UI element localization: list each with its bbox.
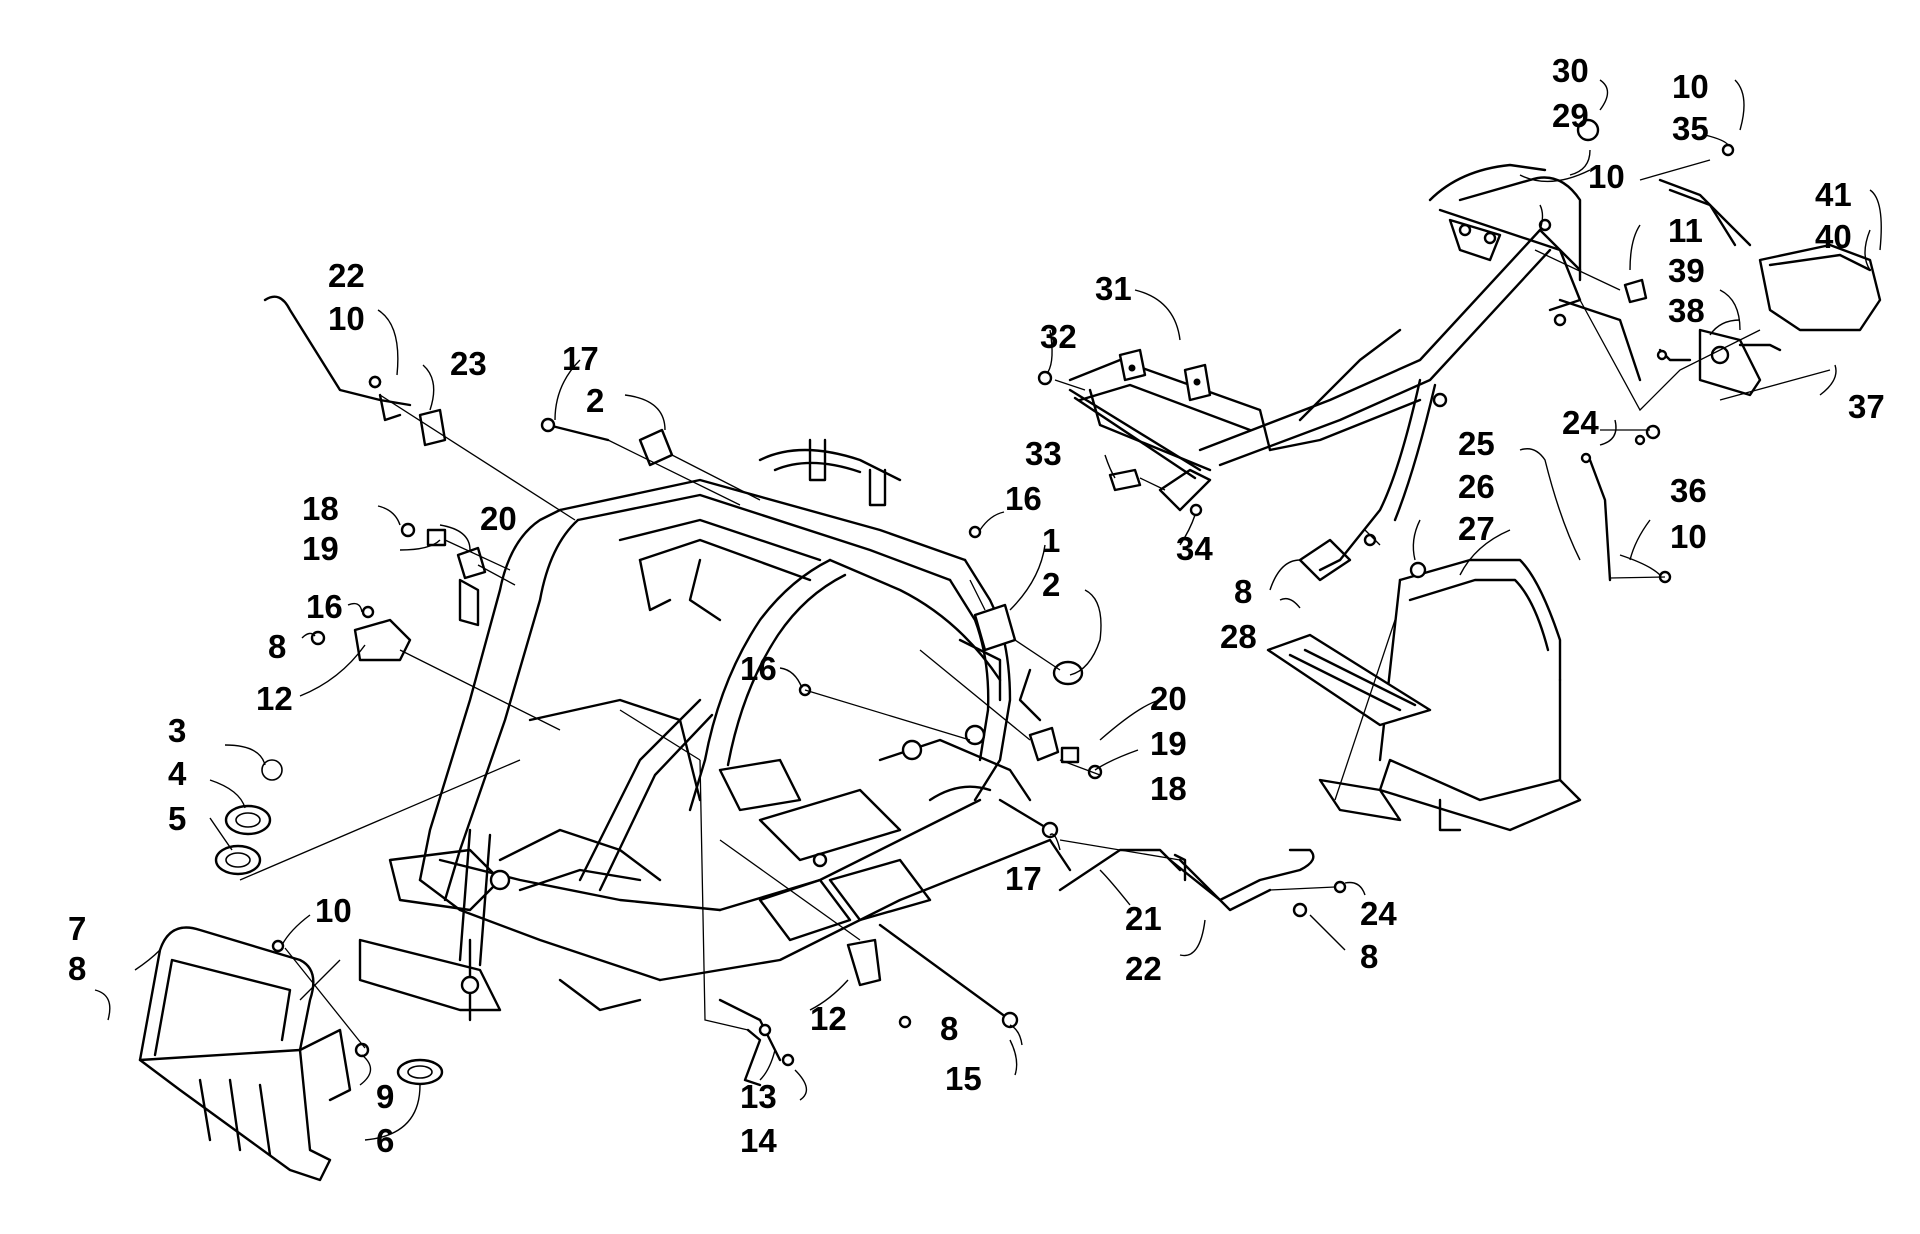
callout-39: 39: [1668, 252, 1705, 289]
callout-10-right: 10: [1670, 518, 1707, 555]
callout-15: 15: [945, 1060, 982, 1097]
callout-14: 14: [740, 1122, 777, 1159]
rear-subframe: [1068, 176, 1642, 582]
callout-30: 30: [1552, 52, 1589, 89]
hardware-parts: [214, 218, 1672, 1087]
callout-33: 33: [1025, 435, 1062, 472]
callout-16-right: 16: [1005, 480, 1042, 517]
callout-labels: 22 10 23 17 2 18 20 19 16 8 12 3 4 5 10 …: [68, 52, 1885, 1159]
callout-8-lower-mid: 8: [940, 1010, 958, 1047]
callout-1: 1: [1042, 522, 1060, 559]
callout-18-left: 18: [302, 490, 339, 527]
callout-20-left: 20: [480, 500, 517, 537]
front-bumper: [138, 926, 352, 1182]
callout-13: 13: [740, 1078, 777, 1115]
callout-10-left: 10: [315, 892, 352, 929]
callout-6: 6: [376, 1122, 394, 1159]
callout-curls: [94, 79, 1882, 1141]
callout-37: 37: [1848, 388, 1885, 425]
callout-40: 40: [1815, 218, 1852, 255]
callout-8-lower-right: 8: [1360, 938, 1378, 975]
callout-32: 32: [1040, 318, 1077, 355]
callout-27: 27: [1458, 510, 1495, 547]
left-footrest-bracket: [1058, 848, 1315, 912]
callout-8-footrest: 8: [1234, 573, 1252, 610]
callout-25: 25: [1458, 425, 1495, 462]
callout-9: 9: [376, 1078, 394, 1115]
callout-22-topleft: 22: [328, 257, 365, 294]
callout-5: 5: [168, 800, 186, 837]
leader-lines: [239, 159, 1831, 1049]
rear-rack-bracket: [1428, 118, 1752, 247]
callout-16-mid: 16: [740, 650, 777, 687]
callout-18-right: 18: [1150, 770, 1187, 807]
callout-41: 41: [1815, 176, 1852, 213]
callout-24-lower: 24: [1360, 895, 1397, 932]
right-footrest: [1266, 558, 1582, 832]
main-frame: [358, 438, 1072, 1062]
callout-8-left: 8: [268, 628, 286, 665]
callout-10-top-right-b: 10: [1672, 68, 1709, 105]
tail-light-assembly: [1634, 243, 1882, 446]
callout-10-top-right-a: 10: [1588, 158, 1625, 195]
callout-24-upper: 24: [1562, 404, 1599, 441]
callout-36: 36: [1670, 472, 1707, 509]
callout-19-right: 19: [1150, 725, 1187, 762]
callout-29: 29: [1552, 97, 1589, 134]
callout-19-left: 19: [302, 530, 339, 567]
callout-2-top: 2: [586, 382, 604, 419]
callout-16-left: 16: [306, 588, 343, 625]
callout-17-top: 17: [562, 340, 599, 377]
callout-12-lower: 12: [810, 1000, 847, 1037]
callout-10-topleft: 10: [328, 300, 365, 337]
callout-22-lower: 22: [1125, 950, 1162, 987]
callout-7: 7: [68, 910, 86, 947]
callout-26: 26: [1458, 468, 1495, 505]
callout-8-bumper: 8: [68, 950, 86, 987]
callout-4: 4: [168, 755, 187, 792]
callout-17-mid: 17: [1005, 860, 1042, 897]
callout-31: 31: [1095, 270, 1132, 307]
callout-11: 11: [1668, 212, 1703, 249]
callout-38: 38: [1668, 292, 1705, 329]
callout-12-left: 12: [256, 680, 293, 717]
callout-2-right: 2: [1042, 566, 1060, 603]
callout-3: 3: [168, 712, 186, 749]
callout-21: 21: [1125, 900, 1162, 937]
callout-35: 35: [1672, 110, 1709, 147]
callout-20-right: 20: [1150, 680, 1187, 717]
callout-34: 34: [1176, 530, 1213, 567]
callout-28: 28: [1220, 618, 1257, 655]
callout-23: 23: [450, 345, 487, 382]
